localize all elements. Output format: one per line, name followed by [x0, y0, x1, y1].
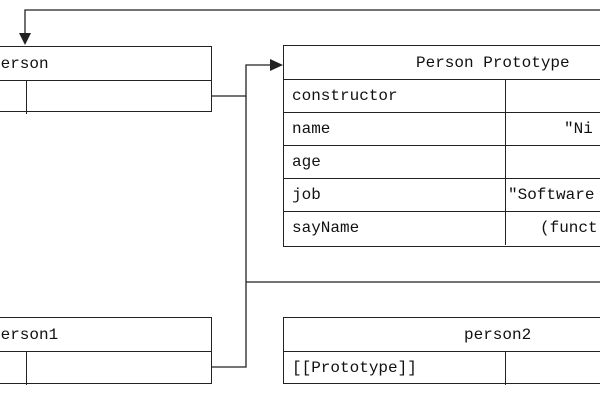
constructor-back-arrowhead — [19, 33, 31, 45]
person2-title: person2 — [284, 318, 600, 352]
person2-field-value — [506, 352, 600, 385]
prototype-field-value — [506, 146, 600, 178]
prototype-field-label: age — [284, 146, 506, 178]
person-constructor-field-value — [27, 81, 211, 114]
prototype-row-age: age — [284, 146, 600, 179]
prototype-row-job: job "Software — [284, 179, 600, 212]
person1-box: Person1 — [0, 317, 212, 385]
person1-field-label — [0, 352, 27, 385]
person1-row — [0, 352, 211, 385]
prototype-field-value: "Software — [508, 186, 595, 204]
person-constructor-title: Person — [0, 47, 211, 81]
prototype-field-label: job — [284, 179, 506, 211]
prototype-field-value — [506, 80, 600, 112]
prototype-field-label: constructor — [284, 80, 506, 112]
prototype-field-value: "Ni — [564, 120, 593, 138]
person-prototype-arrowhead — [270, 59, 283, 71]
person-prototype-box: Person Prototype constructor name "Ni ag… — [283, 45, 600, 247]
prototype-field-value: (funct — [540, 219, 598, 237]
person2-field-label: [[Prototype]] — [284, 352, 506, 385]
person-constructor-row — [0, 81, 211, 114]
constructor-back-arrow — [24, 9, 600, 42]
prototype-row-sayname: sayName (funct — [284, 212, 600, 245]
person1-field-value — [27, 352, 211, 385]
prototype-field-label: sayName — [284, 212, 506, 245]
person-constructor-box: Person — [0, 46, 212, 114]
person-prototype-title: Person Prototype — [284, 46, 600, 80]
prototype-row-constructor: constructor — [284, 80, 600, 113]
person2-box: person2 [[Prototype]] — [283, 317, 600, 385]
prototype-row-name: name "Ni — [284, 113, 600, 146]
person2-row: [[Prototype]] — [284, 352, 600, 385]
person1-title: Person1 — [0, 318, 211, 352]
person-constructor-field-label — [0, 81, 27, 114]
prototype-field-label: name — [284, 113, 506, 145]
